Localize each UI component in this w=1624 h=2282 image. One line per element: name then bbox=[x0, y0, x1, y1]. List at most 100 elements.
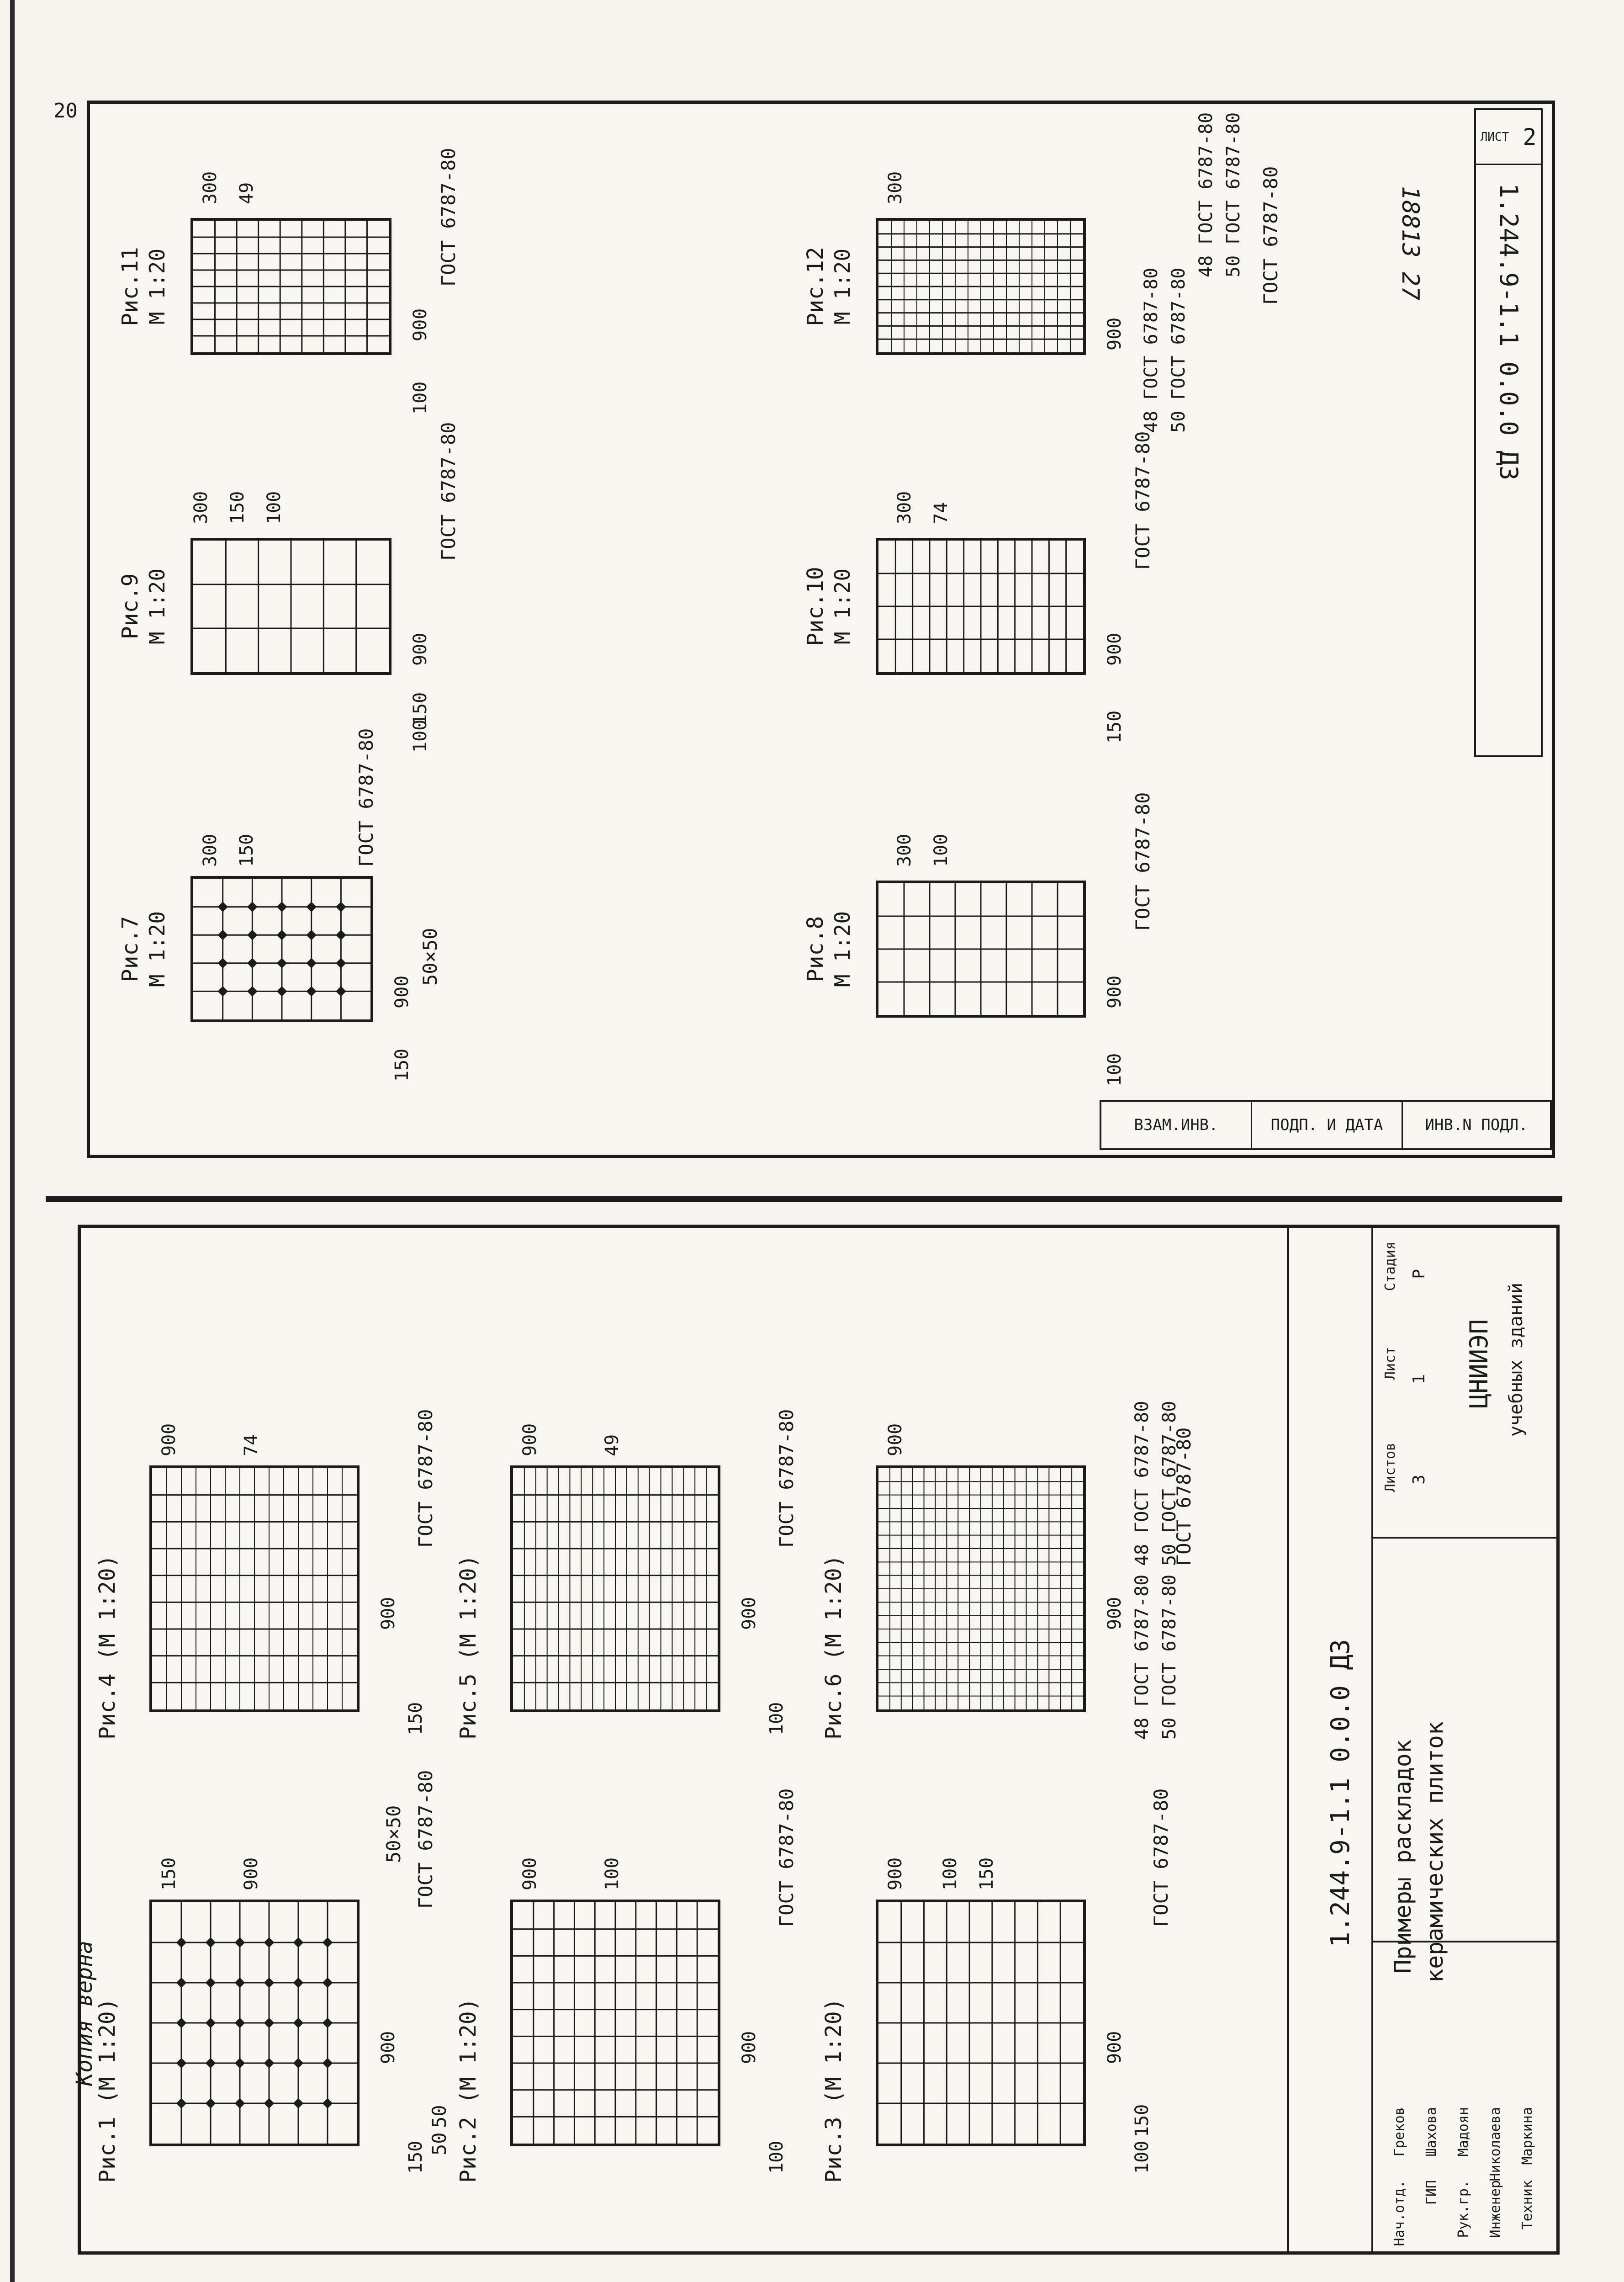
figure-10: Рис.10 М 1:20 900 150 300 74 ГОСТ 6787-8… bbox=[803, 431, 1488, 780]
tile-grid bbox=[876, 218, 1086, 355]
stage-block: Стадия Лист Листов Р 1 3 ЦНИИЭП учебных … bbox=[1371, 1228, 1559, 1539]
gost-callout: ГОСТ 6787-80 bbox=[1132, 431, 1154, 570]
gost-callout: ГОСТ 6787-80 bbox=[775, 1788, 798, 1927]
gost-callout: ГОСТ 6787-80 bbox=[1173, 1427, 1195, 1566]
dim-offset: 100 bbox=[410, 381, 431, 414]
tile-grid bbox=[876, 1900, 1086, 2146]
dim-note-4: 50 ГОСТ 6787-80 bbox=[1223, 112, 1244, 277]
tile-grid bbox=[510, 1900, 720, 2146]
archive-number: 18813 27 bbox=[1397, 186, 1424, 301]
dim-note-2: 50 ГОСТ 6787-80 bbox=[1168, 267, 1189, 433]
figure-title: Рис.7 bbox=[117, 916, 143, 982]
dim-edge: 300 bbox=[200, 171, 221, 204]
figure-3: Рис.3 (М 1:20) 900 100 150 900 100 150 Г… bbox=[821, 1735, 1196, 2183]
figure-title: Рис.11 bbox=[117, 247, 143, 326]
sheet-label: Лист bbox=[1382, 1347, 1398, 1380]
tile-mark-side-2: 50 bbox=[428, 2105, 450, 2128]
stage-label: Стадия bbox=[1382, 1242, 1398, 1291]
figure-title: Рис.8 bbox=[803, 916, 828, 982]
dim-edge-2: 49 bbox=[602, 1434, 623, 1456]
dim-edge: 300 bbox=[885, 171, 906, 204]
org-name: ЦНИИЭП bbox=[1465, 1319, 1493, 1409]
figure-1: Рис.1 (М 1:20) 900 150 150 900 50 50 50×… bbox=[95, 1735, 451, 2183]
title-divider bbox=[1371, 1228, 1373, 2251]
dim-edge: 300 bbox=[200, 833, 221, 867]
dim-size: 900 bbox=[1104, 317, 1125, 350]
tile-joints bbox=[193, 541, 389, 672]
figure-2: Рис.2 (М 1:20) 900 100 900 100 ГОСТ 6787… bbox=[455, 1735, 812, 2183]
title-line-1: Примеры раскладок bbox=[1390, 1740, 1416, 1974]
stage-value: Р bbox=[1410, 1269, 1428, 1279]
tile-joints bbox=[878, 1468, 1083, 1709]
page-number: 20 bbox=[53, 99, 78, 122]
copy-note: Копия верна bbox=[72, 1941, 97, 2086]
top-sheet: Рис.7 М 1:20 900 150 300 150 50×50 ГОСТ … bbox=[53, 99, 1555, 1158]
tile-joints bbox=[878, 541, 1083, 672]
figure-8: Рис.8 М 1:20 900 100 300 100 ГОСТ 6787-8… bbox=[803, 775, 1488, 1123]
tile-grid bbox=[190, 876, 373, 1022]
dim-offset: 150 bbox=[405, 2140, 426, 2174]
tile-mark-side: 50 bbox=[428, 2132, 450, 2155]
figure-scale: М 1:20 bbox=[830, 911, 855, 987]
tile-joints bbox=[513, 1902, 718, 2144]
dim-edge: 900 bbox=[885, 1423, 906, 1456]
tile-grid bbox=[190, 218, 391, 355]
figure-title: Рис.6 (М 1:20) bbox=[821, 1555, 846, 1740]
figure-title: Рис.9 bbox=[117, 573, 143, 640]
sheets-value: 3 bbox=[1410, 1475, 1428, 1485]
role: Рук.гр. bbox=[1455, 2180, 1471, 2238]
doc-code-stamp: ЛИСТ 2 1.244.9-1.1 0.0.0 Д3 bbox=[1474, 108, 1543, 757]
dim-size: 900 bbox=[410, 632, 431, 666]
dim-edge-2: 100 bbox=[602, 1857, 623, 1890]
dim-edge: 150 bbox=[159, 1857, 180, 1890]
role: Инженер bbox=[1487, 2180, 1503, 2238]
dim-note-1: 48 ГОСТ 6787-80 bbox=[1141, 267, 1162, 433]
figure-4: Рис.4 (М 1:20) 900 150 900 74 ГОСТ 6787-… bbox=[95, 1392, 451, 1740]
tile-joints bbox=[878, 221, 1083, 352]
tile-grid bbox=[876, 1465, 1086, 1712]
tile-mark: 50×50 bbox=[382, 1805, 405, 1863]
figure-scale: М 1:20 bbox=[145, 911, 169, 987]
side-stamp-cell: ПОДП. И ДАТА bbox=[1252, 1102, 1403, 1148]
dim-edge: 900 bbox=[885, 1857, 906, 1890]
dim-size: 900 bbox=[378, 2031, 399, 2064]
figure-title: Рис.2 (М 1:20) bbox=[455, 1998, 481, 2183]
figure-scale: М 1:20 bbox=[830, 248, 855, 325]
dim-edge-2: 150 bbox=[227, 491, 248, 524]
dim-note-3: 48 ГОСТ 6787-80 bbox=[1196, 112, 1217, 277]
dim-note-2: 50 ГОСТ 6787-80 bbox=[1159, 1574, 1180, 1740]
role-name: Греков bbox=[1391, 2107, 1407, 2157]
gost-callout: ГОСТ 6787-80 bbox=[1132, 792, 1154, 931]
bottom-sheet: Рис.1 (М 1:20) 900 150 150 900 50 50 50×… bbox=[72, 1225, 1560, 2255]
side-stamp-cell: ВЗАМ.ИНВ. bbox=[1101, 1102, 1252, 1148]
dim-size: 900 bbox=[739, 1597, 760, 1630]
tile-joints bbox=[878, 1902, 1083, 2144]
figure-scale: М 1:20 bbox=[830, 568, 855, 645]
tile-grid bbox=[149, 1465, 360, 1712]
tile-grid bbox=[510, 1465, 720, 1712]
gost-callout: ГОСТ 6787-80 bbox=[1259, 166, 1282, 305]
dim-edge-3: 100 bbox=[264, 491, 285, 524]
org-sub: учебных зданий bbox=[1506, 1283, 1527, 1437]
tile-grid bbox=[876, 881, 1086, 1018]
gost-callout: ГОСТ 6787-80 bbox=[414, 1409, 437, 1548]
figure-11: Рис.11 М 1:20 900 100 300 49 ГОСТ 6787-8… bbox=[117, 131, 775, 442]
gost-callout: ГОСТ 6787-80 bbox=[414, 1770, 437, 1909]
doc-code: 1.244.9-1.1 0.0.0 Д3 bbox=[1494, 183, 1523, 481]
dim-offset-2: 150 bbox=[410, 692, 431, 725]
sheet-separator bbox=[46, 1196, 1562, 1202]
left-binding-rule bbox=[10, 0, 15, 2282]
dim-edge-2: 100 bbox=[931, 833, 952, 867]
dim-size: 900 bbox=[1104, 975, 1125, 1008]
role: ГИП bbox=[1423, 2180, 1439, 2205]
sheet-value: 1 bbox=[1410, 1374, 1428, 1384]
role-name: Маркина bbox=[1519, 2107, 1535, 2165]
figure-12: Рис.12 М 1:20 900 48 ГОСТ 6787-80 50 ГОС… bbox=[803, 112, 1488, 442]
dim-edge-2: 74 bbox=[931, 502, 952, 524]
dim-size: 900 bbox=[1104, 1597, 1125, 1630]
figure-5: Рис.5 (М 1:20) 900 100 900 49 ГОСТ 6787-… bbox=[455, 1392, 812, 1740]
tile-joints bbox=[513, 1468, 718, 1709]
dim-edge-2: 150 bbox=[236, 833, 257, 867]
dim-offset: 100 bbox=[766, 2140, 787, 2174]
dim-edge-2: 49 bbox=[236, 182, 257, 204]
